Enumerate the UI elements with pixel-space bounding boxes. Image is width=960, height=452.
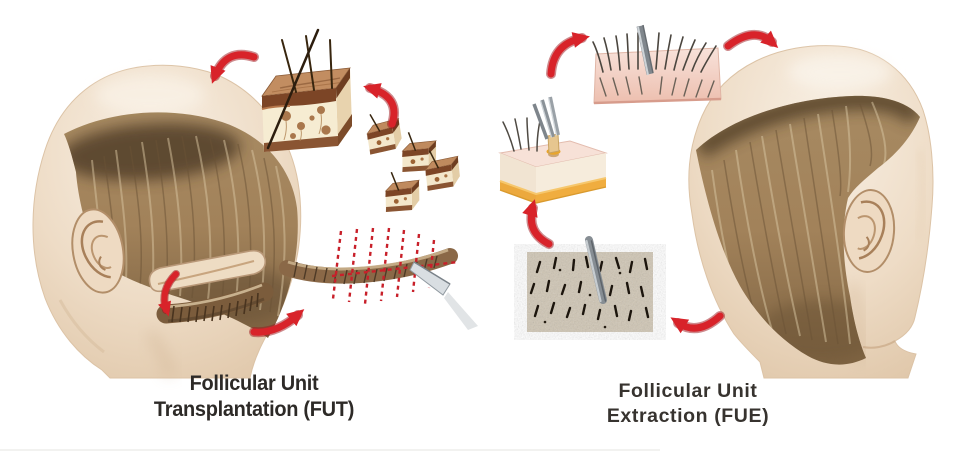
fut-arrow-grafts-to-block bbox=[360, 78, 399, 129]
fut-skin-block bbox=[261, 28, 352, 152]
fue-extraction-block bbox=[498, 96, 608, 204]
fue-panel bbox=[498, 24, 934, 379]
fut-arrow-block-to-head bbox=[204, 49, 259, 87]
fut-dissection-dashed-lines bbox=[331, 227, 459, 305]
fue-scalp-photo bbox=[527, 236, 653, 332]
image-edge-artifact bbox=[0, 449, 660, 451]
fue-head-ear bbox=[842, 189, 896, 273]
fut-panel bbox=[32, 28, 478, 379]
fue-arrow-top-left bbox=[546, 28, 592, 79]
fue-punch-tool-photo bbox=[585, 236, 607, 304]
fut-scalpel bbox=[409, 261, 478, 330]
fut-excised-strip bbox=[156, 282, 274, 324]
fut-arrow-head-to-strip bbox=[249, 302, 310, 338]
fut-strip-dissection bbox=[279, 248, 458, 285]
fut-graft-cubes bbox=[364, 110, 462, 214]
fue-recipient-strip bbox=[592, 32, 722, 105]
fue-arrow-top-right bbox=[723, 30, 784, 54]
fut-head-ear bbox=[71, 208, 125, 294]
fut-title-line2: Transplantation (FUT) bbox=[153, 398, 355, 421]
fue-arrow-bottom bbox=[666, 310, 725, 334]
fut-title: Follicular Unit Transplantation (FUT) bbox=[145, 371, 364, 423]
fue-title-line1: Follicular Unit bbox=[618, 380, 758, 402]
fue-title: Follicular Unit Extraction (FUE) bbox=[572, 379, 804, 429]
fut-title-line1: Follicular Unit bbox=[189, 372, 319, 395]
fue-punch-tool-top bbox=[636, 24, 654, 76]
fue-arrow-mid-left bbox=[522, 196, 554, 249]
fue-title-line2: Extraction (FUE) bbox=[606, 405, 770, 427]
fut-strip-arrow bbox=[158, 270, 180, 319]
fue-punch-tool-mid bbox=[532, 96, 560, 140]
fue-follicle-graft bbox=[546, 133, 561, 158]
graft-cube bbox=[384, 171, 422, 214]
